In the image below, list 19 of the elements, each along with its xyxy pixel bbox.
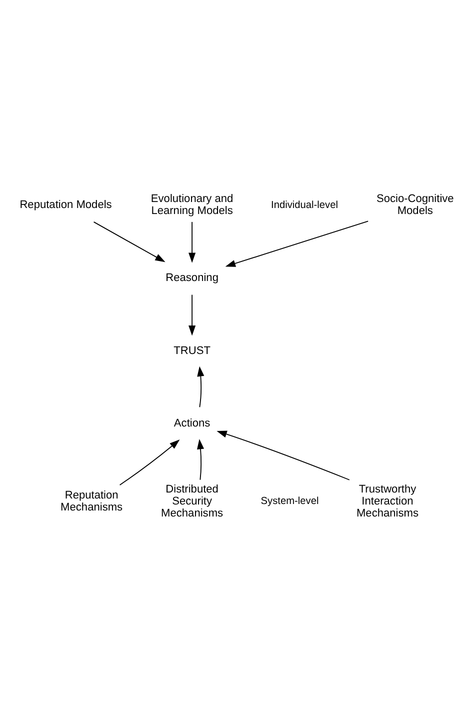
arrow — [119, 439, 180, 485]
node-text: Reasoning — [166, 271, 218, 284]
arrow — [188, 221, 196, 262]
node-text: Evolutionary and Learning Models — [150, 192, 234, 217]
label: Individual-level — [271, 199, 338, 210]
arrow — [216, 430, 350, 480]
arrow — [225, 220, 369, 266]
arrow — [197, 438, 204, 480]
node-text: TRUST — [174, 344, 210, 356]
arrow — [188, 294, 196, 336]
arrow — [197, 366, 204, 408]
node-text: Reputation Models — [20, 198, 112, 211]
node-text: Actions — [174, 417, 210, 430]
arrow — [93, 221, 166, 262]
label: System-level — [260, 496, 319, 507]
node-text: Distributed Security Mechanisms — [161, 483, 224, 519]
node-text: Trustworthy Interaction Mechanisms — [356, 483, 418, 519]
node-text: Socio-Cognitive Models — [376, 192, 454, 217]
node-text: Reputation Mechanisms — [60, 489, 123, 513]
